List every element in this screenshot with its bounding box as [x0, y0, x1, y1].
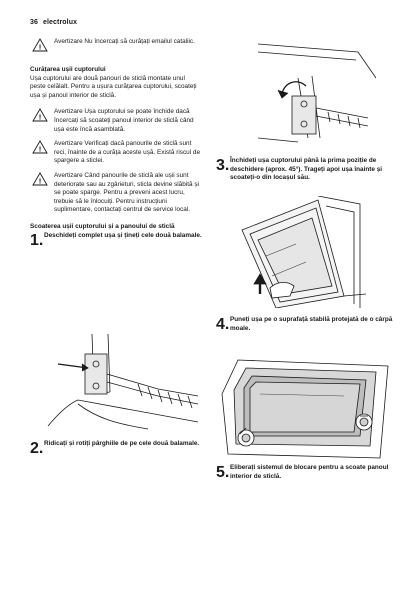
section-title-door-cleaning: Curățarea ușii cuptorului [30, 66, 106, 73]
figure-hinge-open [38, 334, 200, 432]
lever-illustration [258, 43, 376, 143]
warning-icon: ! [32, 172, 48, 185]
svg-text:!: ! [39, 147, 41, 154]
step-5: 5. Eliberați sistemul de blocare pentru … [216, 464, 406, 481]
step-4-number: 4. [216, 316, 230, 333]
page-header: 36 electrolux [30, 19, 77, 26]
step-4: 4. Puneți ușa pe o suprafață stabilă pro… [216, 316, 406, 333]
door-on-cloth-illustration [221, 359, 389, 459]
warning-block-4: ! Avertizare Când panourile de sticlă al… [30, 172, 202, 215]
step-1-text: Deschideți complet ușa și țineți cele do… [44, 231, 202, 239]
warning-block-3: ! Avertizare Verificați dacă panourile d… [30, 140, 202, 166]
step-4-text: Puneți ușa pe o suprafață stabilă protej… [230, 316, 393, 332]
warning-icon: ! [32, 140, 48, 154]
warning-icon: ! [32, 38, 48, 52]
step-5-number: 5. [216, 464, 230, 481]
step-3-text: Închideți ușa cuptorului până la prima p… [230, 157, 383, 182]
step-2-number: 2. [30, 440, 44, 457]
step-2: 2. Ridicați și rotiți pârghiile de pe ce… [30, 440, 216, 457]
svg-text:!: ! [39, 45, 41, 52]
hinge-illustration [47, 334, 199, 430]
step-1-number: 1. [30, 231, 44, 249]
left-column: ! Avertizare Nu încercați să curățați em… [30, 38, 202, 249]
warning-block-1: ! Avertizare Nu încercați să curățați em… [30, 38, 202, 60]
warning-text-1: Avertizare Nu încercați să curățați emai… [54, 38, 195, 45]
warning-text-2: Avertizare Ușa cuptorului se poate închi… [54, 108, 194, 133]
step-2-text: Ridicați și rotiți pârghiile de pe cele … [44, 440, 200, 447]
figure-hinge-lever [258, 38, 376, 146]
section-title-door-removal: Scoaterea ușii cuptorului și a panoului … [30, 222, 175, 230]
brand-name: electrolux [43, 19, 78, 26]
section-body-door-cleaning: Ușa cuptorului are două panouri de sticl… [30, 74, 197, 99]
figure-door-on-cloth [220, 354, 390, 460]
step-3: 3. Închideți ușa cuptorului până la prim… [216, 157, 406, 183]
step-1: 1. Deschideți complet ușa și țineți cele… [30, 231, 202, 249]
warning-text-3: Avertizare Verificați dacă panourile de … [54, 140, 200, 165]
svg-text:!: ! [39, 115, 41, 122]
warning-text-4: Avertizare Când panourile de sticlă ale … [54, 171, 199, 214]
door-removal-illustration [241, 196, 367, 308]
step-3-number: 3. [216, 157, 230, 174]
step-5-text: Eliberați sistemul de blocare pentru a s… [230, 464, 389, 480]
warning-block-2: ! Avertizare Ușa cuptorului se poate înc… [30, 108, 202, 134]
warning-icon: ! [32, 108, 48, 122]
svg-text:!: ! [39, 178, 41, 185]
figure-door-removal [236, 196, 368, 308]
page-number: 36 [30, 19, 38, 26]
